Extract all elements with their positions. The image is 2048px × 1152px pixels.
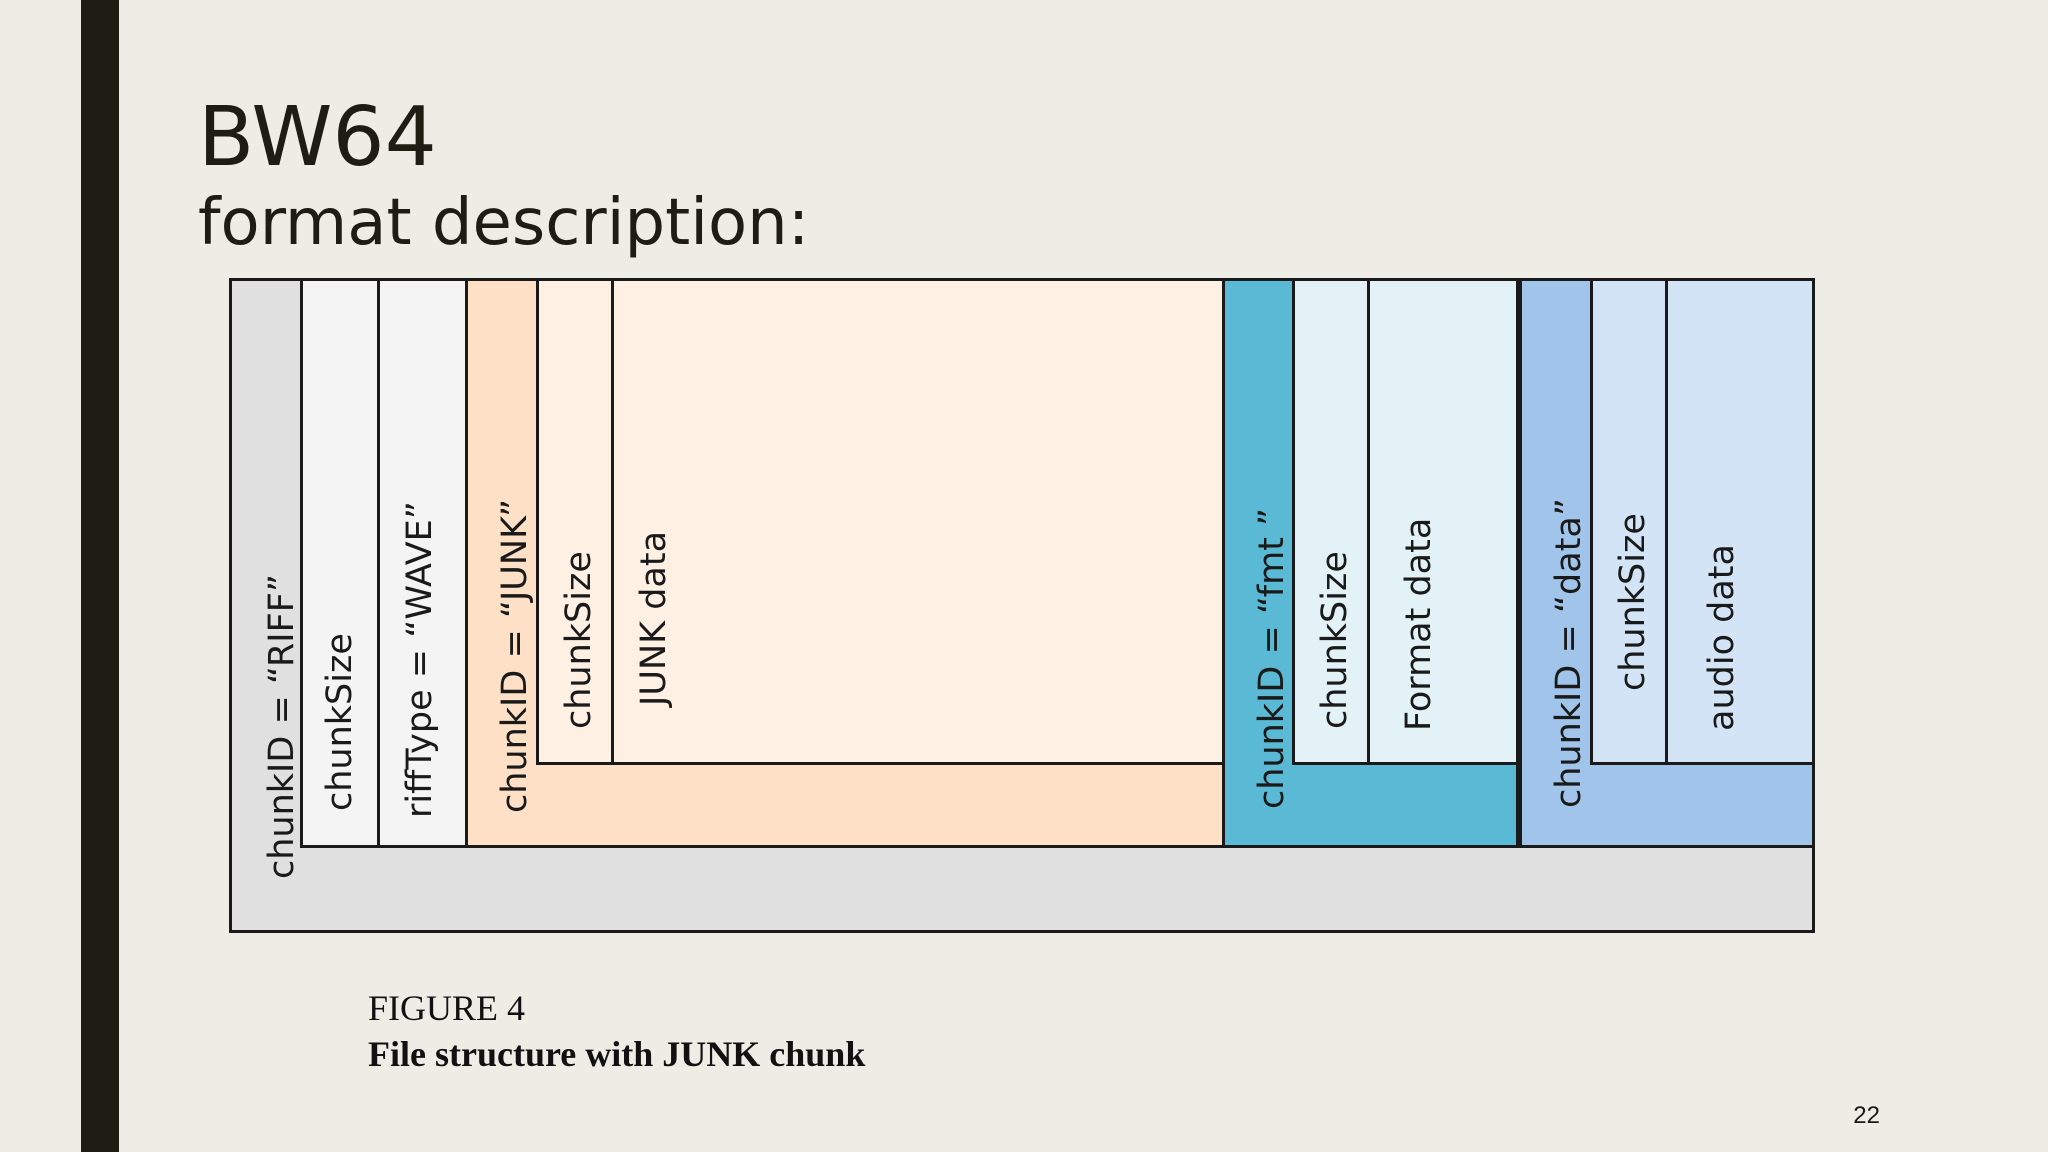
slide-subtitle: format description: bbox=[198, 186, 810, 260]
figure-number: FIGURE 4 bbox=[368, 988, 526, 1028]
audio-data-field: audio data bbox=[1665, 278, 1815, 765]
fmt-chunk-size-field: chunkSize bbox=[1292, 278, 1370, 765]
figure-caption: File structure with JUNK chunk bbox=[368, 1034, 866, 1074]
data-chunk-id-label: chunkID = “data” bbox=[1549, 497, 1589, 808]
junk-data-label: JUNK data bbox=[634, 530, 674, 706]
junk-chunk-size-label: chunkSize bbox=[559, 551, 599, 729]
fmt-chunk-size-label: chunkSize bbox=[1315, 551, 1355, 729]
data-chunk-size-field: chunkSize bbox=[1590, 278, 1668, 765]
data-chunk-size-label: chunkSize bbox=[1613, 513, 1653, 691]
slide-title: BW64 bbox=[198, 90, 437, 185]
junk-data-field: JUNK data bbox=[611, 278, 1225, 765]
riff-chunk-size-label: chunkSize bbox=[320, 633, 360, 811]
audio-data-label: audio data bbox=[1702, 544, 1742, 731]
fmt-chunk-id-label: chunkID = “fmt ” bbox=[1252, 507, 1292, 809]
junk-chunk-id-label: chunkID = “JUNK” bbox=[495, 498, 535, 813]
fmt-data-field: Format data bbox=[1367, 278, 1519, 765]
junk-chunk-size-field: chunkSize bbox=[536, 278, 614, 765]
page-number: 22 bbox=[1853, 1102, 1880, 1129]
riff-chunk-size-field: chunkSize bbox=[300, 278, 380, 848]
fmt-data-label: Format data bbox=[1399, 517, 1439, 731]
riff-type-label: riffType = “WAVE” bbox=[400, 501, 440, 818]
accent-bar bbox=[81, 0, 119, 1152]
riff-chunk-id-label: chunkID = “RIFF” bbox=[262, 573, 302, 879]
riff-type-field: riffType = “WAVE” bbox=[377, 278, 468, 848]
